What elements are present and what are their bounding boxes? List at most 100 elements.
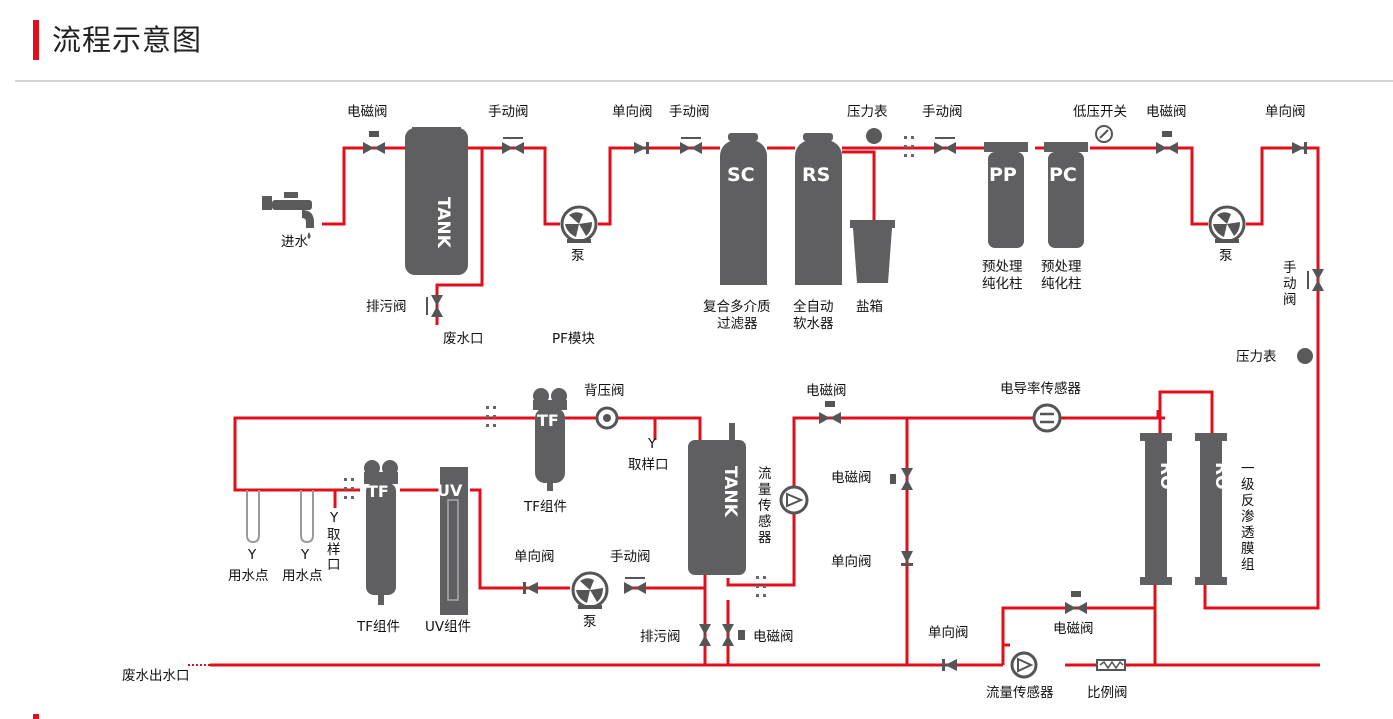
- flow-sensor-v-char-4: 感: [758, 513, 772, 530]
- manual-valve-2-handle: [681, 137, 701, 139]
- flow-sensor-v-char-3: 传: [758, 498, 772, 514]
- label-pre-column-1a: 预处理: [982, 259, 1023, 275]
- label-pressure-1: 压力表: [847, 104, 888, 120]
- use-point-2-icon: Y: [300, 490, 314, 563]
- sc-multimedia-filter: SC: [720, 133, 767, 285]
- manual-valve-4-icon: [624, 582, 646, 594]
- solenoid-valve-6-icon: [722, 624, 734, 646]
- tf-left-label: TF: [367, 482, 389, 501]
- tank-1: TANK: [405, 127, 468, 275]
- solenoid-valve-3-icon: [819, 412, 841, 424]
- page-header: 流程示意图: [0, 0, 1393, 84]
- solenoid-valve-3-actuator: [825, 401, 835, 407]
- label-inlet: 进水: [281, 234, 308, 250]
- label-waste-outlet: 废水出水口: [122, 668, 190, 684]
- label-solenoid-5: 电磁阀: [1053, 621, 1094, 637]
- ro-module-char-6: 膜: [1241, 541, 1255, 557]
- tank-1-label: TANK: [433, 197, 453, 249]
- ro-module-char-3: 反: [1241, 493, 1255, 509]
- check-valve-3-bar: [901, 563, 913, 566]
- ratio-valve-wave: [1099, 660, 1124, 670]
- flow-sensor-v-char-1: 流: [758, 466, 772, 482]
- ro-1-label: RO: [1156, 462, 1176, 490]
- solenoid-valve-1-actuator: [369, 131, 379, 137]
- label-tf-component: TF组件: [356, 619, 400, 635]
- label-solenoid-3: 电磁阀: [806, 383, 847, 399]
- manual-valve-1-icon: [502, 142, 524, 154]
- drain-valve-1-handle: [426, 297, 428, 315]
- label-manual-3: 手动阀: [922, 104, 963, 120]
- tank-2-label: TANK: [720, 466, 740, 518]
- solenoid-valve-5-icon: [1065, 602, 1087, 614]
- tank-2: TANK: [688, 423, 746, 575]
- header-divider: [15, 80, 1393, 82]
- label-waste-port-1: 废水口: [443, 331, 484, 347]
- manual-valve-4-handle: [625, 577, 645, 579]
- sampling-2-char-3: 口: [327, 557, 341, 573]
- page-title: 流程示意图: [52, 23, 203, 57]
- label-solenoid-2: 电磁阀: [1146, 104, 1187, 120]
- pc-label: PC: [1049, 164, 1077, 186]
- label-tf-component-top: TF组件: [523, 499, 567, 515]
- label-check-1: 单向阀: [612, 104, 653, 120]
- label-solenoid-4: 电磁阀: [831, 470, 872, 486]
- pump-2-icon: [1208, 205, 1246, 243]
- pipe-dotted-segments: [188, 489, 298, 666]
- sampling-1-icon: Y: [647, 436, 657, 452]
- low-pressure-switch-needle: [1099, 129, 1109, 139]
- ro-membrane-2: RO: [1195, 433, 1231, 585]
- ro-membrane-1: RO: [1140, 433, 1176, 585]
- uv-label: UV: [437, 481, 463, 500]
- check-valve-1-bar: [646, 142, 649, 154]
- manual-valve-3-icon: [934, 142, 956, 154]
- label-softener-1: 全自动: [793, 298, 834, 315]
- quick-connector-2: [756, 576, 766, 597]
- solenoid-valve-5-actuator: [1071, 591, 1081, 597]
- manual-valve-vertical-icon: [1312, 269, 1324, 291]
- sampling-2-char-2: 样: [327, 542, 341, 558]
- check-valve-2-bar: [1304, 142, 1307, 154]
- conductivity-sensor-icon: [1032, 403, 1062, 433]
- sampling-2-char-1: 取: [327, 527, 341, 543]
- flow-sensor-2-icon: [1010, 651, 1038, 679]
- label-pressure-2: 压力表: [1236, 349, 1277, 365]
- label-pump-3: 泵: [583, 614, 597, 630]
- label-multimedia-1: 复合多介质: [703, 298, 771, 315]
- drain-valve-2-icon: [699, 624, 711, 646]
- check-valve-4-bar: [523, 582, 526, 594]
- svg-text:Y: Y: [247, 547, 257, 563]
- label-solenoid-1: 电磁阀: [347, 104, 388, 120]
- label-flow-sensor: 流量传感器: [986, 684, 1054, 701]
- label-check-2: 单向阀: [1265, 104, 1306, 120]
- quick-connector-3: [486, 406, 496, 427]
- label-conductivity: 电导率传感器: [1000, 380, 1081, 397]
- check-valve-5-bar: [942, 659, 945, 671]
- use-point-1-icon: Y: [246, 490, 260, 563]
- ro-module-char-1: 一: [1241, 461, 1255, 477]
- flow-sensor-v-char-2: 量: [758, 482, 772, 498]
- tf-filter-left: TF: [364, 460, 398, 605]
- rs-label: RS: [802, 164, 830, 186]
- label-pre-column-1b: 纯化柱: [982, 276, 1023, 292]
- label-drain-2: 排污阀: [640, 629, 681, 645]
- label-manual-v2: 动: [1283, 276, 1297, 292]
- sc-label: SC: [727, 164, 755, 186]
- label-pump-1: 泵: [571, 248, 585, 264]
- manual-valve-2-icon: [680, 142, 702, 154]
- manual-valve-vertical-handle: [1307, 271, 1309, 289]
- label-manual-4: 手动阀: [610, 549, 651, 565]
- label-check-3: 单向阀: [831, 554, 872, 570]
- manual-valve-1-handle: [503, 137, 523, 139]
- label-multimedia-2: 过滤器: [717, 316, 758, 332]
- flow-sensor-1-icon: [779, 485, 809, 515]
- sampling-2-icon: Y: [329, 510, 339, 526]
- check-valve-1-icon: [634, 142, 646, 154]
- label-uv-component: UV组件: [425, 619, 471, 635]
- svg-text:Y: Y: [300, 547, 310, 563]
- label-use-point-2: 用水点: [282, 568, 323, 584]
- label-sampling-1: 取样口: [628, 457, 669, 473]
- label-low-pressure-switch: 低压开关: [1073, 104, 1127, 120]
- pump-3-icon: [571, 571, 609, 609]
- quick-connector-1: [904, 136, 914, 157]
- check-valve-2-icon: [1292, 142, 1304, 154]
